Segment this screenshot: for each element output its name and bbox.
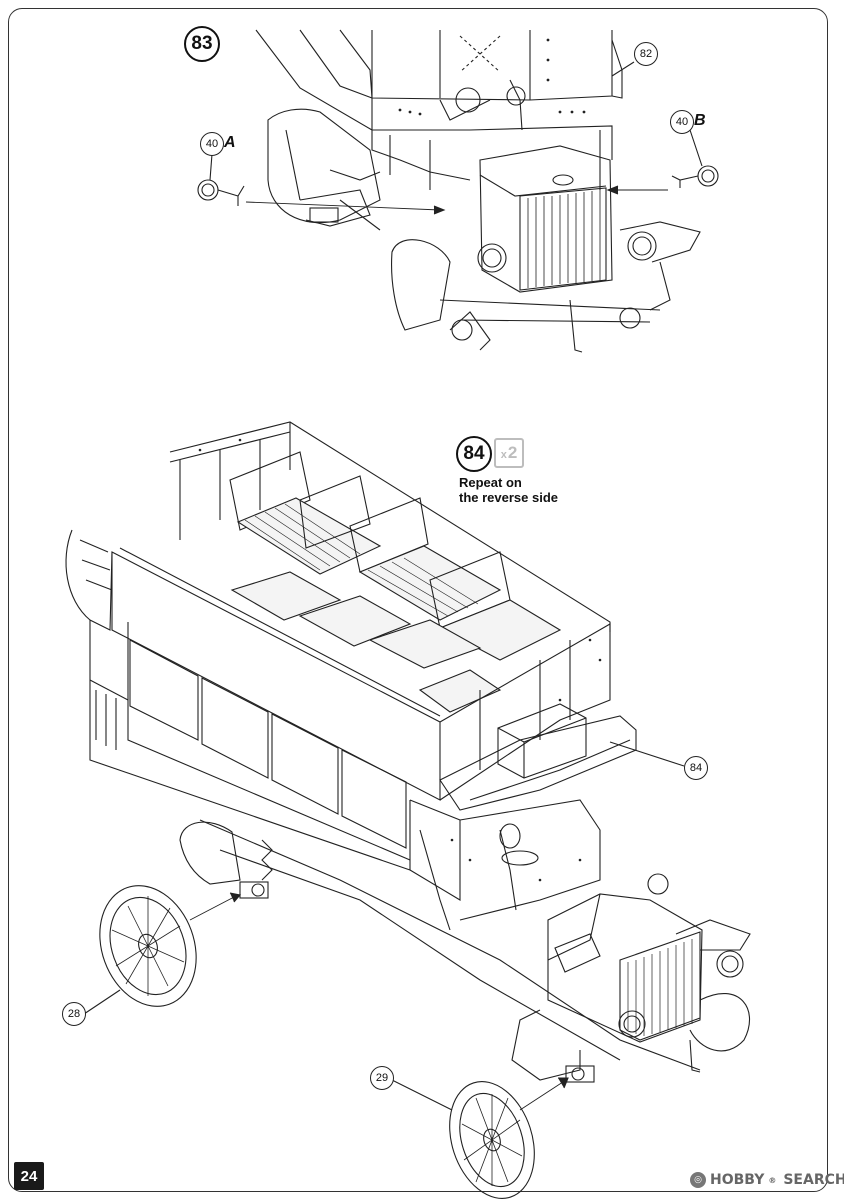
multiplier-value: 2 (507, 443, 518, 462)
callout-part-40b: 40 (670, 110, 694, 134)
step-83-number: 83 (184, 26, 220, 62)
step-84-note: Repeat on the reverse side (459, 475, 619, 505)
watermark-logo: ◎ HOBBY® SEARCH (690, 1170, 844, 1190)
note-line-2: the reverse side (459, 490, 559, 505)
step-84-number: 84 (456, 436, 492, 472)
callout-part-84: 84 (684, 756, 708, 780)
step-84-multiplier: x 2 (494, 438, 524, 468)
page-frame (8, 8, 828, 1192)
multiplier-prefix: x (500, 449, 507, 461)
callout-part-40a: 40 (200, 132, 224, 156)
hobby-search-icon: ◎ (690, 1172, 706, 1188)
watermark-brand-b: SEARCH (783, 1172, 844, 1188)
page-number: 24 (14, 1162, 44, 1190)
callout-variant-a: A (224, 134, 236, 151)
watermark-brand-a: HOBBY (710, 1172, 765, 1188)
step-83-bus-front-illustration (197, 29, 719, 353)
wheel-29 (449, 1081, 535, 1199)
wheel-28 (99, 885, 197, 1007)
callout-part-29: 29 (370, 1066, 394, 1090)
step-84-bus-full-illustration (65, 421, 751, 1199)
note-line-1: Repeat on (459, 475, 522, 490)
callout-part-28: 28 (62, 1002, 86, 1026)
callout-part-82: 82 (634, 42, 658, 66)
callout-variant-b: B (694, 112, 706, 129)
watermark-registered: ® (768, 1175, 777, 1185)
